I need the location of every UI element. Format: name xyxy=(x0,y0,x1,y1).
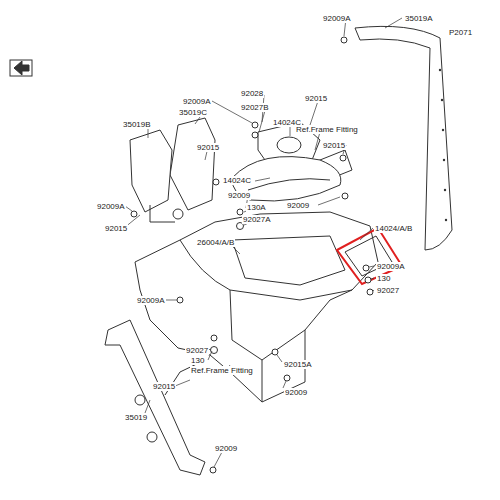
side-panel xyxy=(130,130,172,212)
callout-number: 92015 xyxy=(196,143,220,152)
callout-number: 130 xyxy=(190,356,205,365)
fender-flap xyxy=(105,320,205,475)
direction-icon xyxy=(10,60,32,76)
callout-number: 35019 xyxy=(124,413,148,422)
callout-number: 92009A xyxy=(96,202,126,211)
reference-note: Ref.Frame Fitting xyxy=(190,366,254,375)
callout-number: 130 xyxy=(376,274,391,283)
callout-number: 92009A xyxy=(136,296,166,305)
callout-number: 92009 xyxy=(284,388,308,397)
callout-number: 35019A xyxy=(404,14,434,23)
callout-number: 26004/A/B xyxy=(196,238,235,247)
callout-number: 92009A xyxy=(322,14,352,23)
main-fender xyxy=(135,212,378,402)
callout-number: 92015 xyxy=(104,224,128,233)
reference-note: P2071 xyxy=(448,28,473,37)
callout-number: 92015 xyxy=(322,141,346,150)
side-panel xyxy=(170,118,215,210)
rivet-row xyxy=(439,69,447,221)
callout-number: 14024C xyxy=(222,176,252,185)
highlight-box xyxy=(337,228,402,284)
callout-number: 92027 xyxy=(185,346,209,355)
callout-number: 92009A xyxy=(376,262,406,271)
callout-number: 14024/A/B xyxy=(374,224,413,233)
leader-lines xyxy=(124,18,402,467)
callout-number: 130A xyxy=(246,203,267,212)
callout-number: 92009 xyxy=(214,444,238,453)
callout-number: 35019B xyxy=(122,120,152,129)
fender-flap xyxy=(355,26,452,250)
callout-number: 92015A xyxy=(283,360,313,369)
callout-number: 92027B xyxy=(240,103,270,112)
callout-number: 35019C xyxy=(178,108,208,117)
callout-number: 92015 xyxy=(304,94,328,103)
callout-number: 92028 xyxy=(240,89,264,98)
callout-number: 92015 xyxy=(152,382,176,391)
callout-number: 92009A xyxy=(182,97,212,106)
fasteners xyxy=(131,37,373,473)
callout-number: 92027A xyxy=(242,215,272,224)
reference-note: Ref.Frame Fitting xyxy=(295,125,359,134)
callout-number: 92027 xyxy=(376,286,400,295)
callout-number: 92009 xyxy=(227,191,251,200)
callout-number: 92009 xyxy=(286,201,310,210)
